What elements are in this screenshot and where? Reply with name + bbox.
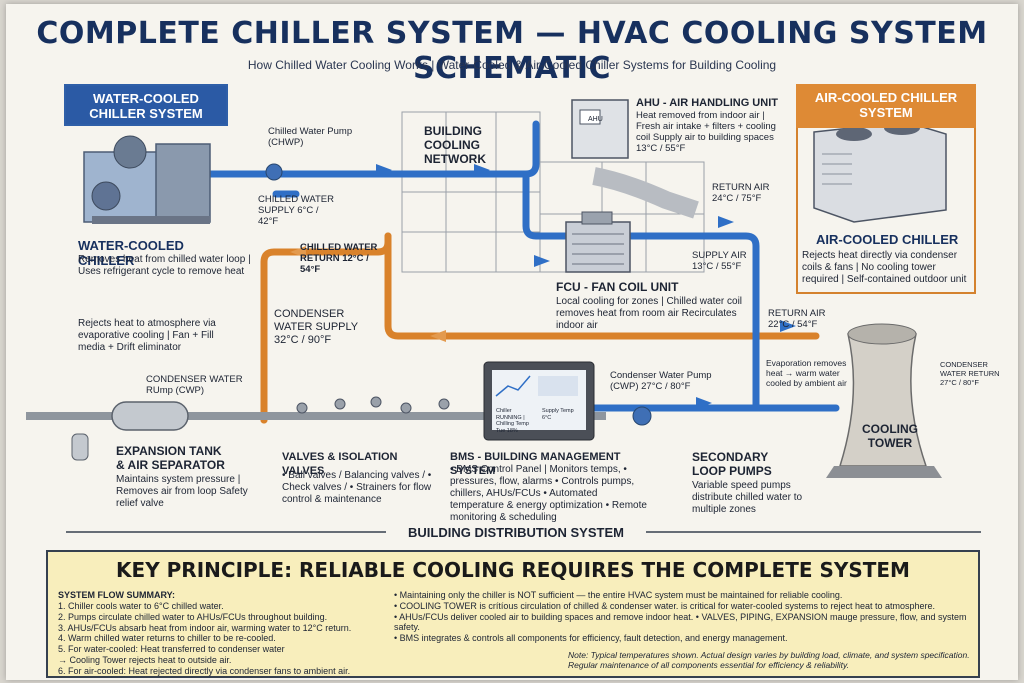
water-cooled-chiller-unit <box>83 135 211 224</box>
step-4: 4. Warm chilled water returns to chiller… <box>58 633 276 644</box>
point-3: • AHUs/FCUs deliver cooled air to buildi… <box>394 611 967 633</box>
ahu-unit <box>571 99 629 159</box>
return-air-2-label: RETURN AIR 22°C / 54°F <box>768 308 826 330</box>
summary-steps: 1. Chiller cools water to 6°C chilled wa… <box>58 601 388 677</box>
flow-arrows <box>376 164 796 409</box>
summary-title: SYSTEM FLOW SUMMARY: <box>58 590 175 600</box>
fcu-desc: Local cooling for zones | Chilled water … <box>556 296 743 331</box>
ahu-name: AHU - AIR HANDLING UNIT <box>636 97 778 109</box>
fcu-name: FCU - FAN COIL UNIT <box>556 280 679 294</box>
air-cooled-chiller-name: AIR-COOLED CHILLER <box>816 232 959 247</box>
step-5: 5. For water-cooled: Heat transferred to… <box>58 644 285 655</box>
air-cooled-panel: AIR-COOLED CHILLER SYSTEM <box>796 84 976 294</box>
valves-desc: • Ball valves / Balancing valves / • Che… <box>282 470 432 505</box>
note-2: Regular maintenance of all components es… <box>568 660 849 670</box>
air-duct <box>592 167 699 219</box>
valve-row <box>296 396 450 414</box>
building-network-label: BUILDING COOLING NETWORK <box>424 124 486 166</box>
chwp-label: Chilled Water Pump (CHWP) <box>268 126 353 148</box>
air-cooled-chiller-desc: Rejects heat directly via condenser coil… <box>802 250 967 285</box>
cooling-tower-shape <box>826 323 942 478</box>
step-2: 2. Pumps circulate chilled water to AHUs… <box>58 611 328 622</box>
note-1: Note: Typical temperatures shown. Actual… <box>568 650 970 660</box>
point-4: • BMS integrates & controls all componen… <box>394 633 788 644</box>
point-1: • Maintaining only the chiller is NOT su… <box>394 590 843 600</box>
schematic-art <box>26 99 981 533</box>
heat-reject-note: Rejects heat to atmosphere via evaporati… <box>78 318 216 353</box>
step-3: 3. AHUs/FCUs absarb heat from indoor air… <box>58 622 352 633</box>
principle-points: • Maintaining only the chiller is NOT su… <box>394 590 974 644</box>
condenser-return-label: CONDENSER WATER RETURN 27°C / 80°F <box>940 360 1000 387</box>
bms-panel-shape <box>483 361 595 441</box>
bms-screen-text-2: Supply Temp 6°C <box>542 408 574 421</box>
supply-air-label: SUPPLY AIR 13°C / 55°F <box>692 250 747 272</box>
condenser-supply-label: CONDENSER WATER SUPPLY 32°C / 90°F <box>274 308 358 346</box>
evaporation-note: Evaporation removes heat → warm water co… <box>766 358 847 388</box>
expansion-tank-name: EXPANSION TANK & AIR SEPARATOR <box>116 444 225 472</box>
bms-screen-text-1: Chiller RUNNING | Chilling Temp Tue 18% <box>496 408 529 434</box>
step-1: 1. Chiller cools water to 6°C chilled wa… <box>58 601 224 611</box>
bms-name: BMS - BUILDING MANAGEMENT SYSTEM <box>450 451 621 477</box>
cwp-right-label: Condenser Water Pump (CWP) 27°C / 80°F <box>610 370 712 392</box>
water-cooled-chiller-desc: Removes heat from chilled water loop | U… <box>78 254 251 277</box>
expansion-tank-shape <box>71 401 189 461</box>
principle-title: KEY PRINCIPLE: RELIABLE COOLING REQUIRES… <box>116 558 910 582</box>
return-arrows <box>290 246 446 342</box>
fcu-unit <box>565 211 631 273</box>
cooling-tower-name: COOLING TOWER <box>862 422 918 450</box>
step-6: 6. For air-cooled: Heat rejected directl… <box>58 665 351 676</box>
valves-name: VALVES & ISOLATION VALVES <box>282 451 398 477</box>
chilled-water-supply-label: CHILLED WATER SUPPLY 6°C / 42°F <box>258 194 335 227</box>
point-2: • COOLING TOWER is crítíous circulation … <box>394 600 936 611</box>
bms-desc: • BMS Control Panel | Monitors temps, • … <box>450 464 647 523</box>
ahu-desc: Heat removed from indoor air | Fresh air… <box>636 110 776 154</box>
cwp-left-label: CONDENSER WATER RUmp (CWP) <box>146 374 243 396</box>
chilled-water-return-label: CHILLED WATER RETURN 12°C / 54°F <box>300 242 378 275</box>
secondary-pumps-name: SECONDARY LOOP PUMPS <box>692 450 772 478</box>
water-cooled-box-title: WATER-COOLED CHILLER SYSTEM <box>64 84 228 126</box>
pump-shapes <box>265 163 652 426</box>
key-principle-panel: KEY PRINCIPLE: RELIABLE COOLING REQUIRES… <box>46 550 980 678</box>
distribution-title: BUILDING DISTRIBUTION SYSTEM <box>386 525 646 540</box>
expansion-tank-desc: Maintains system pressure | Removes air … <box>116 474 248 509</box>
page-title: COMPLETE CHILLER SYSTEM — HVAC COOLING S… <box>36 16 988 86</box>
step-5b: → Cooling Tower rejects heat to outside … <box>58 654 232 665</box>
air-cooled-box-title: AIR-COOLED CHILLER SYSTEM <box>796 84 976 128</box>
water-cooled-chiller-name: WATER-COOLED CHILLER <box>78 238 184 268</box>
ahu-tag: AHU <box>588 116 603 123</box>
secondary-pumps-desc: Variable speed pumps distribute chilled … <box>692 480 803 515</box>
poster: COMPLETE CHILLER SYSTEM — HVAC COOLING S… <box>6 4 1018 680</box>
return-air-1-label: RETURN AIR 24°C / 75°F <box>712 182 770 204</box>
page-subtitle: How Chilled Water Cooling Works | Water-… <box>247 58 777 72</box>
